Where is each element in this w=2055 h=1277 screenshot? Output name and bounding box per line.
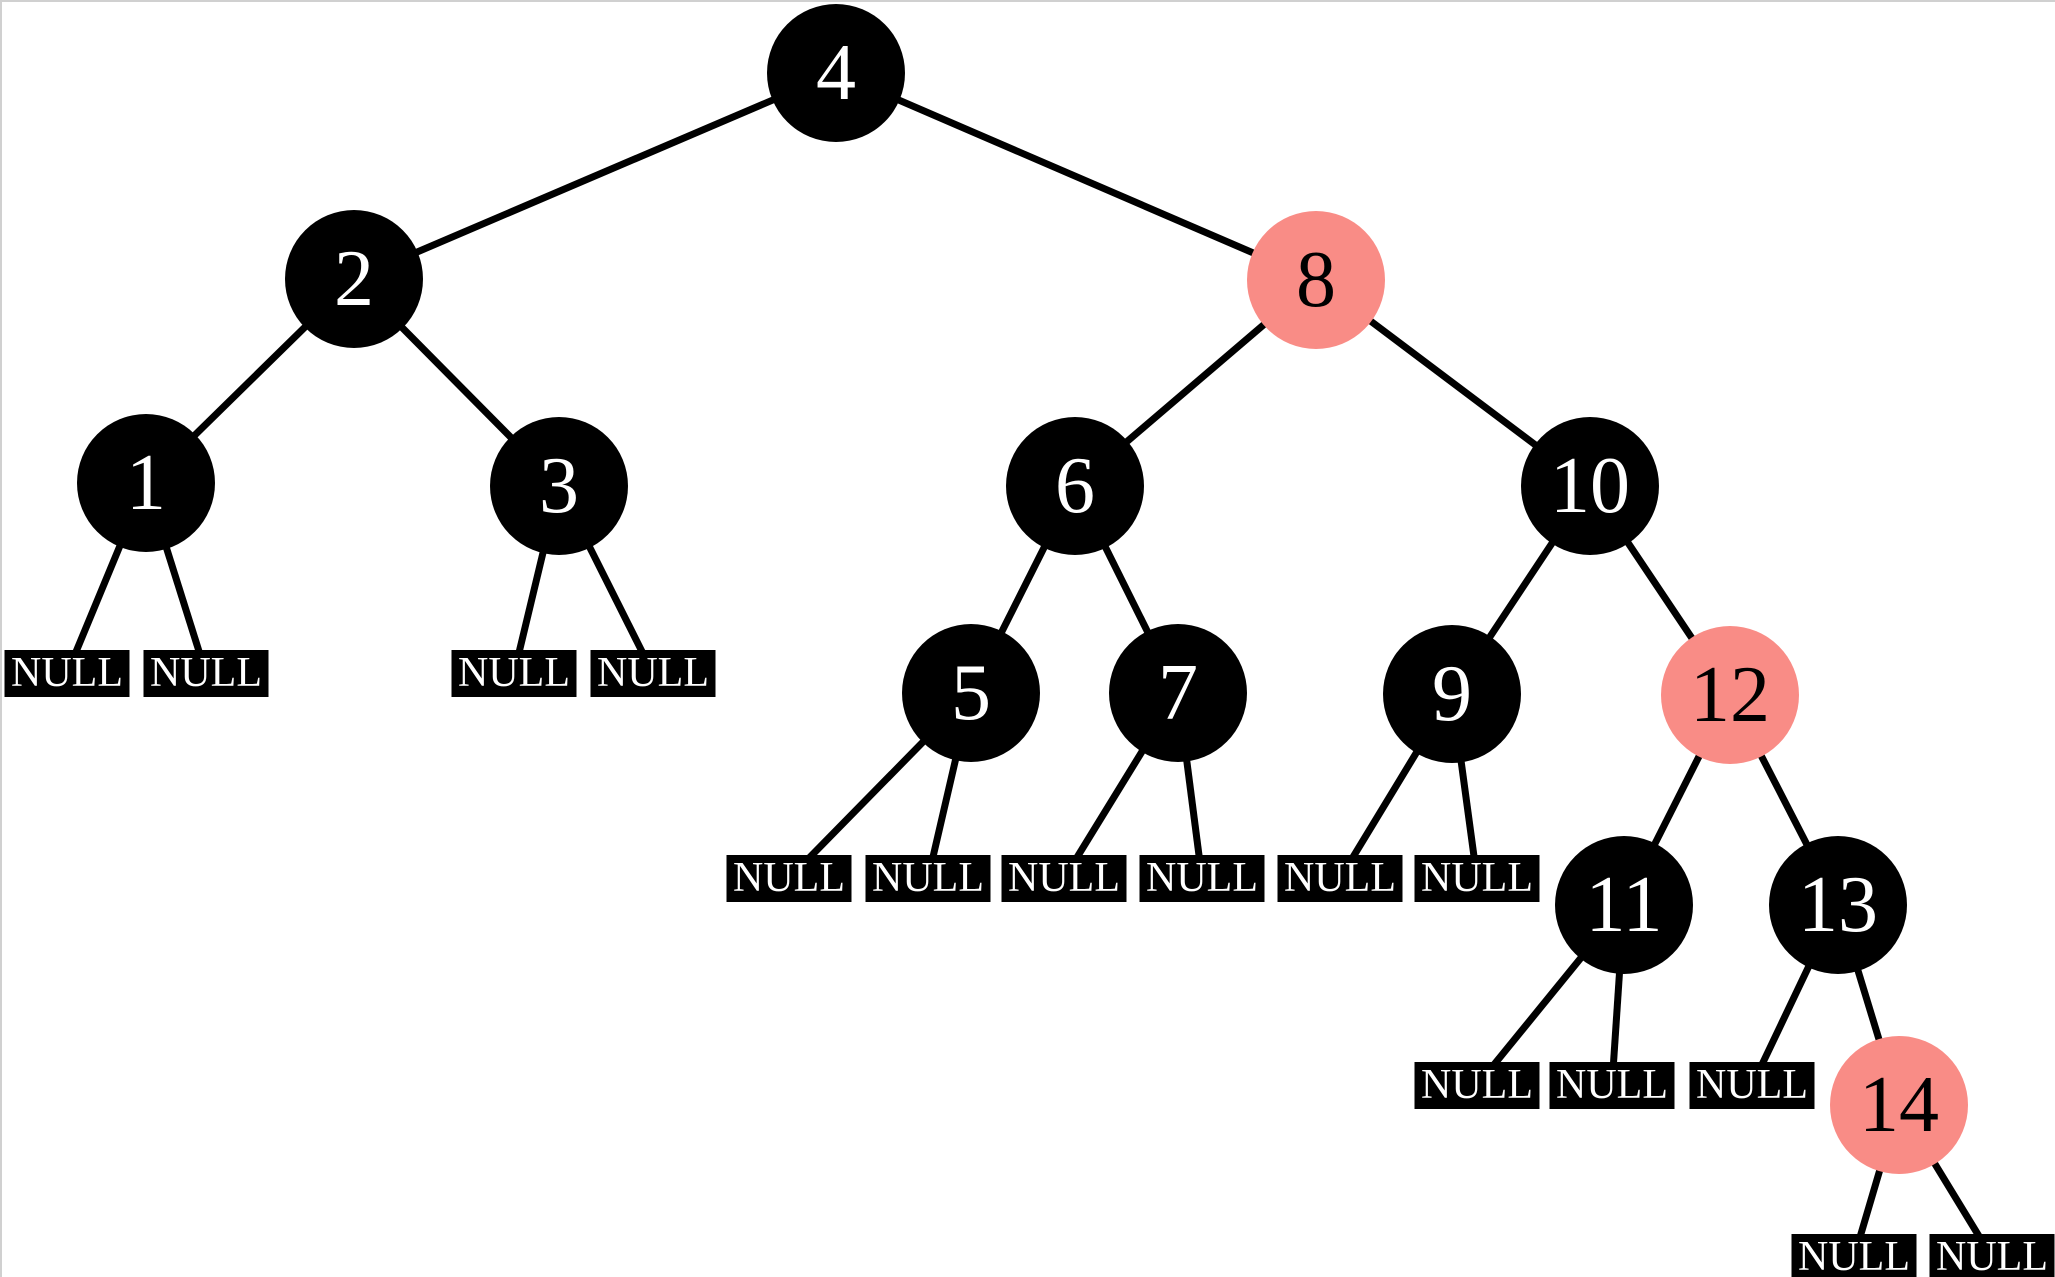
null-leaf: NULL xyxy=(4,650,130,697)
tree-node-10: 10 xyxy=(1521,417,1659,555)
tree-node-1: 1 xyxy=(77,414,215,552)
null-leaf: NULL xyxy=(451,650,577,697)
tree-node-14: 14 xyxy=(1830,1036,1968,1174)
null-leaf: NULL xyxy=(590,650,716,697)
tree-node-7: 7 xyxy=(1109,624,1247,762)
null-leaf: NULL xyxy=(1549,1062,1675,1109)
tree-node-6: 6 xyxy=(1006,417,1144,555)
null-leaf: NULL xyxy=(1791,1234,1917,1277)
null-leaf: NULL xyxy=(1139,855,1265,902)
tree-node-8: 8 xyxy=(1247,211,1385,349)
tree-edge xyxy=(834,69,1318,284)
tree-edge xyxy=(352,69,838,283)
tree-node-13: 13 xyxy=(1769,836,1907,974)
tree-node-9: 9 xyxy=(1383,625,1521,763)
null-leaf: NULL xyxy=(1929,1234,2055,1277)
null-leaf: NULL xyxy=(726,855,852,902)
null-leaf: NULL xyxy=(1689,1062,1815,1109)
tree-node-3: 3 xyxy=(490,417,628,555)
tree-node-11: 11 xyxy=(1555,836,1693,974)
tree-node-4: 4 xyxy=(767,4,905,142)
tree-node-12: 12 xyxy=(1661,626,1799,764)
tree-node-5: 5 xyxy=(902,624,1040,762)
null-leaf: NULL xyxy=(865,855,991,902)
null-leaf: NULL xyxy=(1414,1062,1540,1109)
null-leaf: NULL xyxy=(143,650,269,697)
tree-node-2: 2 xyxy=(285,210,423,348)
null-leaf: NULL xyxy=(1001,855,1127,902)
null-leaf: NULL xyxy=(1277,855,1403,902)
null-leaf: NULL xyxy=(1414,855,1540,902)
